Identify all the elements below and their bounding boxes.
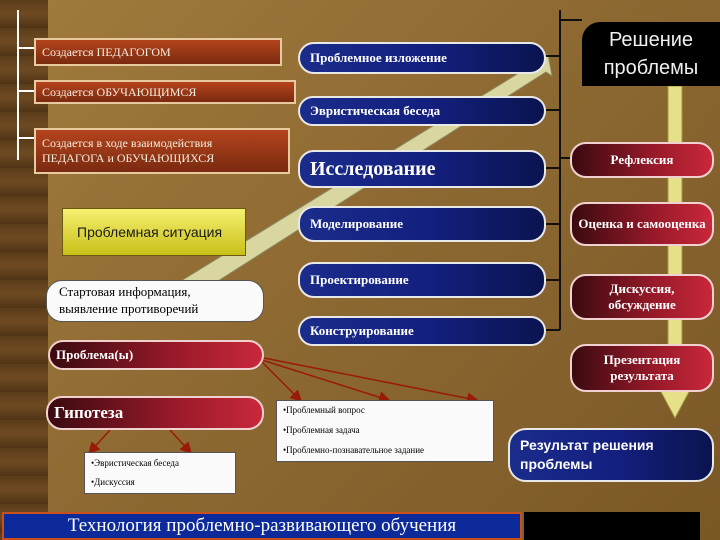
solution-step-label: Рефлексия: [610, 151, 674, 167]
footer-black-panel: [524, 512, 700, 540]
footer-title-box: Технология проблемно-развивающего обучен…: [2, 512, 522, 540]
solution-title-text: Решение проблемы: [603, 29, 699, 79]
solution-step-label: Дискуссия, обсуждение: [608, 280, 676, 312]
created-by-student-text: Создается ОБУЧАЮЩИМСЯ: [42, 84, 197, 99]
solution-step-discussion: Дискуссия, обсуждение: [570, 274, 714, 320]
method-problem-presentation: Проблемное изложение: [298, 42, 546, 74]
solution-step-presentation: Презентация результата: [570, 344, 714, 392]
problem-type-item: •Проблемный вопрос: [283, 405, 365, 416]
solution-step-evaluation: Оценка и самооценка: [570, 202, 714, 246]
method-label: Моделирование: [310, 216, 404, 231]
created-jointly-text-line1: Создается в ходе взаимодействия: [42, 136, 213, 150]
result-box: Результат решения проблемы: [508, 428, 714, 482]
method-label: Исследование: [310, 157, 436, 180]
method-modeling: Моделирование: [298, 206, 546, 242]
problem-situation-box: Проблемная ситуация: [62, 208, 246, 256]
method-label: Проектирование: [310, 272, 409, 287]
method-research: Исследование: [298, 150, 546, 188]
problem-types-box: •Проблемный вопрос •Проблемная задача •П…: [276, 400, 494, 462]
solution-step-label: Презентация результата: [603, 351, 681, 383]
method-designing: Проектирование: [298, 262, 546, 298]
hypothesis-methods-box: •Эвристическая беседа •Дискуссия: [84, 452, 236, 494]
created-jointly-text-line2: ПЕДАГОГА и ОБУЧАЮЩИХСЯ: [42, 151, 215, 165]
method-connector-tree: [546, 10, 582, 331]
problem-type-item: •Проблемно-познавательное задание: [283, 444, 425, 455]
created-by-teacher-label: Создается ПЕДАГОГОМ: [34, 38, 282, 66]
solution-step-label: Оценка и самооценка: [578, 215, 706, 231]
hypothesis-text: Гипотеза: [54, 403, 124, 423]
problem-situation-text: Проблемная ситуация: [77, 223, 223, 240]
hypothesis-arrows: [87, 429, 193, 455]
method-label: Проблемное изложение: [310, 50, 447, 65]
created-by-teacher-text: Создается ПЕДАГОГОМ: [42, 44, 171, 59]
problem-type-arrows: [259, 357, 479, 405]
hypothesis-method-item: •Эвристическая беседа: [91, 458, 179, 469]
problems-text: Проблема(ы): [56, 346, 134, 362]
hypothesis-method-item: •Дискуссия: [91, 477, 135, 487]
start-info-box: Стартовая информация, выявление противор…: [46, 280, 264, 322]
problem-type-item: •Проблемная задача: [283, 425, 360, 436]
start-info-text-line2: выявление противоречий: [59, 301, 199, 316]
result-text: Результат решения проблемы: [520, 437, 654, 472]
problems-box: Проблема(ы): [48, 340, 264, 370]
method-heuristic-talk: Эвристическая беседа: [298, 96, 546, 126]
footer-title-text: Технология проблемно-развивающего обучен…: [67, 515, 457, 536]
hypothesis-box: Гипотеза: [46, 396, 264, 430]
solution-title-box: Решение проблемы: [582, 22, 720, 86]
start-info-text-line1: Стартовая информация,: [59, 284, 191, 300]
created-by-student-label: Создается ОБУЧАЮЩИМСЯ: [34, 80, 296, 104]
created-jointly-label: Создается в ходе взаимодействия ПЕДАГОГА…: [34, 128, 290, 174]
solution-step-reflection: Рефлексия: [570, 142, 714, 178]
method-label: Конструирование: [310, 323, 414, 338]
method-construction: Конструирование: [298, 316, 546, 346]
method-label: Эвристическая беседа: [310, 103, 441, 118]
